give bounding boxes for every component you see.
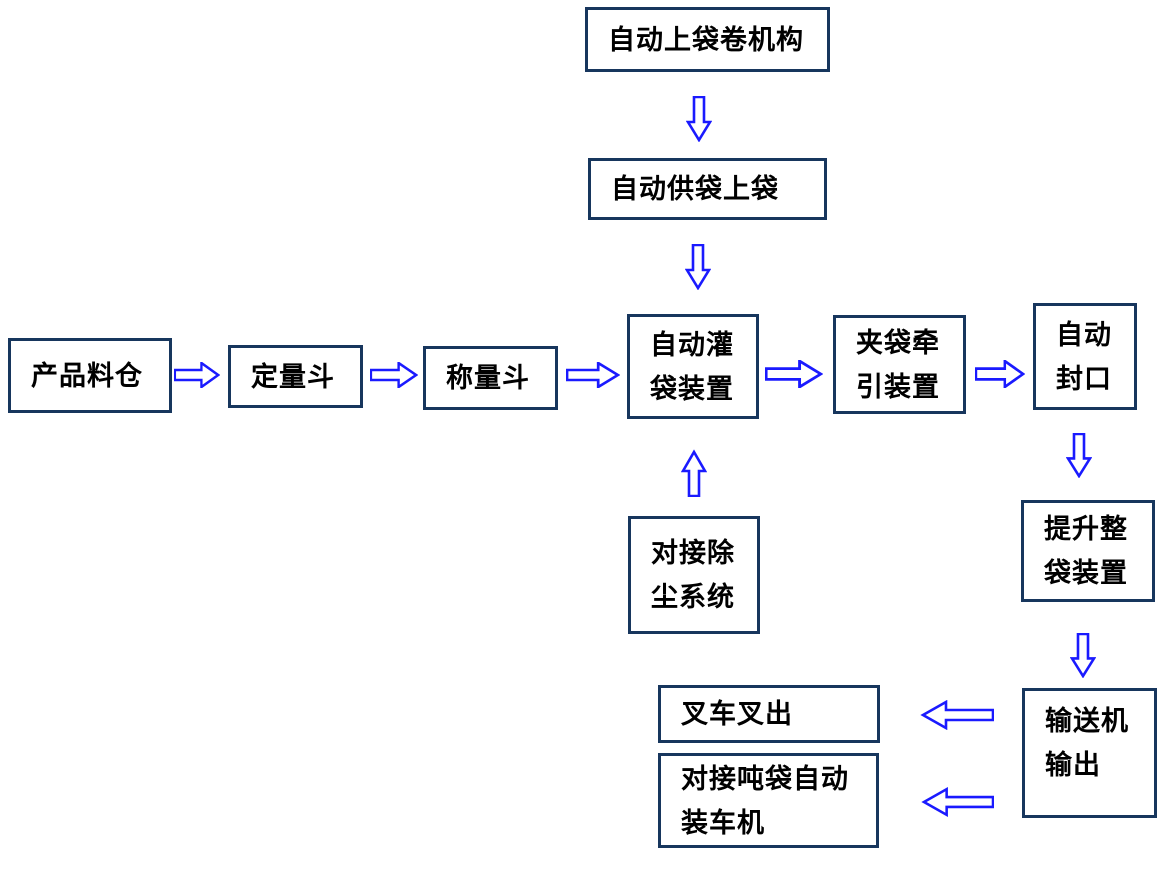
node-auto-seal-label: 自动 封口	[1056, 319, 1112, 394]
arrow-right-icon	[370, 362, 418, 388]
node-dosing-hopper: 定量斗	[228, 345, 363, 408]
arrow-left-icon	[920, 700, 994, 730]
node-bag-clamp-pull-label: 夹袋牵 引装置	[856, 327, 940, 402]
node-bag-supply: 自动供袋上袋	[588, 158, 827, 220]
node-bag-roll-mechanism: 自动上袋卷机构	[585, 7, 830, 72]
arrow-left-icon	[921, 787, 994, 817]
arrow-down-icon	[1066, 433, 1092, 478]
arrow-down-icon	[686, 96, 712, 142]
node-bag-lift-device-label: 提升整 袋装置	[1044, 514, 1128, 588]
node-weighing-hopper: 称量斗	[423, 346, 558, 410]
node-filling-device: 自动灌 袋装置	[627, 314, 759, 419]
node-dosing-hopper-label: 定量斗	[251, 361, 335, 392]
node-forklift-out: 叉车叉出	[658, 685, 880, 743]
arrow-right-icon	[566, 362, 620, 388]
node-conveyor-output: 输送机 输出	[1022, 688, 1157, 818]
node-product-silo: 产品料仓	[8, 338, 172, 413]
node-dust-removal-system: 对接除 尘系统	[628, 516, 760, 634]
arrow-right-icon	[174, 362, 220, 388]
arrow-right-icon	[765, 360, 823, 388]
node-bag-clamp-pull: 夹袋牵 引装置	[833, 315, 966, 414]
arrow-down-icon	[1070, 633, 1096, 678]
node-conveyor-output-label: 输送机 输出	[1045, 706, 1129, 780]
node-weighing-hopper-label: 称量斗	[446, 363, 530, 393]
node-dust-removal-system-label: 对接除 尘系统	[651, 538, 735, 612]
node-ton-bag-truck-loader: 对接吨袋自动 装车机	[658, 753, 879, 848]
node-forklift-out-label: 叉车叉出	[681, 699, 793, 729]
arrow-right-icon	[975, 360, 1025, 388]
node-auto-seal: 自动 封口	[1033, 303, 1137, 410]
node-bag-supply-label: 自动供袋上袋	[611, 174, 779, 204]
arrow-up-icon	[681, 449, 707, 497]
node-bag-lift-device: 提升整 袋装置	[1021, 500, 1155, 602]
arrow-down-icon	[685, 244, 711, 290]
node-ton-bag-truck-loader-label: 对接吨袋自动 装车机	[681, 763, 849, 838]
node-filling-device-label: 自动灌 袋装置	[650, 329, 734, 404]
node-product-silo-label: 产品料仓	[31, 360, 143, 391]
node-bag-roll-mechanism-label: 自动上袋卷机构	[608, 24, 804, 55]
